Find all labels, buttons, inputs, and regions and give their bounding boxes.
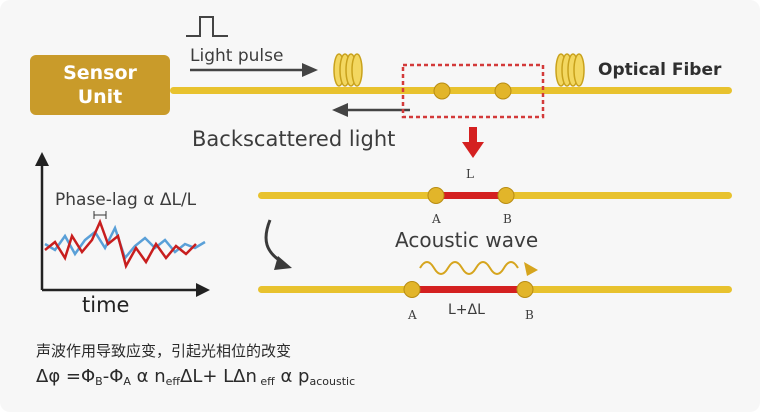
optical-fiber-label: Optical Fiber bbox=[598, 60, 722, 80]
sensor-unit: Sensor Unit bbox=[30, 55, 170, 115]
sensing-region-box bbox=[401, 63, 545, 119]
shifted-wave-red bbox=[44, 218, 197, 270]
phase-formula: Δφ =ΦB-ΦA α neffΔL+ LΔn eff α pacoustic bbox=[36, 366, 355, 388]
formula-part5: α p bbox=[274, 366, 310, 387]
phase-lag-label: Phase-lag α ΔL/L bbox=[55, 190, 197, 210]
sensor-unit-line2: Unit bbox=[77, 86, 123, 108]
lower-b-label: B bbox=[525, 308, 534, 322]
sensor-unit-line1: Sensor bbox=[63, 62, 137, 84]
lower-a-label: A bbox=[408, 308, 417, 322]
formula-part3: α n bbox=[130, 366, 166, 387]
segment-l bbox=[436, 192, 506, 199]
formula-sub-a: A bbox=[123, 375, 131, 388]
formula-sub-eff2: eff bbox=[256, 375, 275, 388]
time-axis-label: time bbox=[82, 293, 130, 317]
upper-a-label: A bbox=[432, 212, 441, 226]
segment-l-plus-dl bbox=[412, 286, 525, 293]
curved-arrow-icon bbox=[264, 219, 292, 270]
segment-l-plus-dl-label: L+ΔL bbox=[448, 302, 485, 318]
pulse-symbol bbox=[186, 16, 228, 37]
formula-part2: -Φ bbox=[102, 366, 124, 387]
phase-graph-axes bbox=[35, 152, 210, 297]
backscattered-light-label: Backscattered light bbox=[192, 127, 396, 151]
fiber-point-a bbox=[433, 82, 451, 100]
segment-l-label: L bbox=[466, 167, 474, 181]
main-optical-fiber bbox=[170, 87, 732, 94]
formula-sub-acoustic: acoustic bbox=[309, 375, 356, 388]
chinese-caption: 声波作用导致应变，引起光相位的改变 bbox=[36, 342, 292, 360]
upper-b-label: B bbox=[503, 212, 512, 226]
acoustic-wave-label: Acoustic wave bbox=[395, 228, 539, 252]
formula-sub-b: B bbox=[95, 375, 103, 388]
upper-point-b bbox=[497, 187, 515, 204]
fiber-coil-left-icon bbox=[333, 53, 363, 87]
formula-sub-eff1: eff bbox=[165, 375, 180, 388]
zoom-down-arrow bbox=[462, 127, 484, 158]
formula-part1: Δφ =Φ bbox=[36, 366, 96, 387]
light-pulse-label: Light pulse bbox=[190, 46, 284, 66]
phase-lag-marker bbox=[93, 211, 107, 219]
acoustic-wave-icon bbox=[419, 261, 538, 276]
fiber-point-b bbox=[494, 82, 512, 100]
fiber-coil-right-icon bbox=[555, 53, 585, 87]
light-pulse-arrow bbox=[190, 63, 318, 77]
upper-point-a bbox=[427, 187, 445, 204]
lower-point-a bbox=[403, 281, 421, 298]
formula-part4: ΔL+ LΔn bbox=[180, 366, 257, 387]
lower-point-b bbox=[516, 281, 534, 298]
backscattered-arrow bbox=[332, 103, 410, 117]
